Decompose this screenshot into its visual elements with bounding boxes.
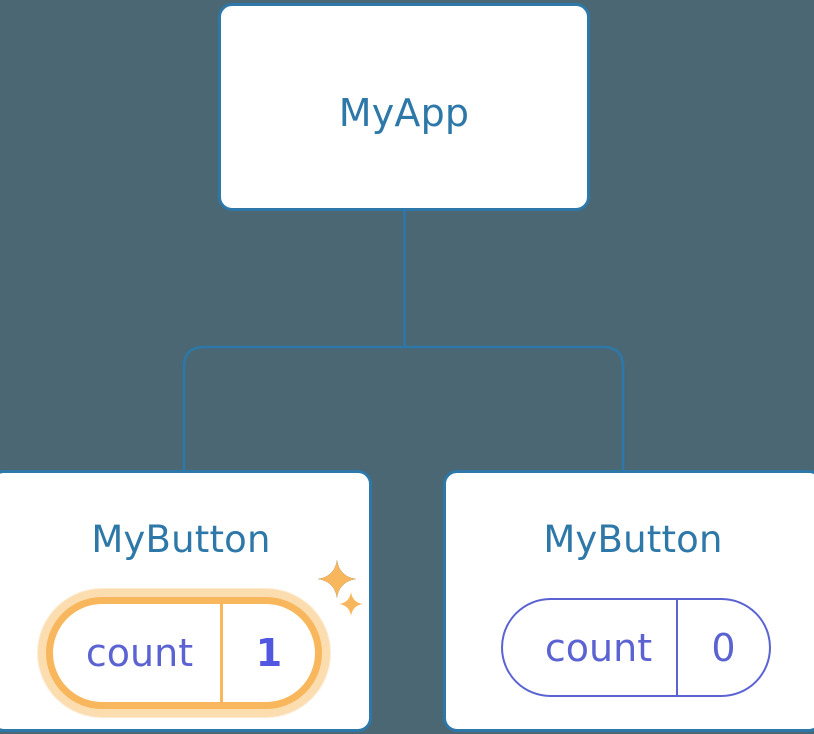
count-pill-left-wrapper: count 1 [15, 583, 353, 723]
node-mybutton-left[interactable]: MyButton count 1 [0, 470, 372, 732]
node-mybutton-left-title: MyButton [91, 518, 271, 561]
count-pill-right-label: count [503, 600, 678, 695]
count-pill-right-value: 0 [711, 625, 736, 670]
count-pill-left-label: count [53, 604, 223, 702]
count-pill-left[interactable]: count 1 [46, 597, 322, 709]
connector-branch-right [404, 345, 625, 470]
count-pill-right[interactable]: count 0 [501, 598, 771, 697]
node-myapp[interactable]: MyApp [218, 3, 590, 211]
connector-branch-left [182, 345, 405, 470]
count-pill-left-glow: count 1 [38, 589, 330, 717]
node-mybutton-right-title: MyButton [543, 518, 723, 561]
node-mybutton-right[interactable]: MyButton count 0 [443, 470, 814, 732]
count-pill-right-wrapper: count 0 [496, 595, 776, 700]
count-pill-left-value: 1 [255, 631, 283, 675]
node-myapp-title: MyApp [338, 91, 470, 135]
